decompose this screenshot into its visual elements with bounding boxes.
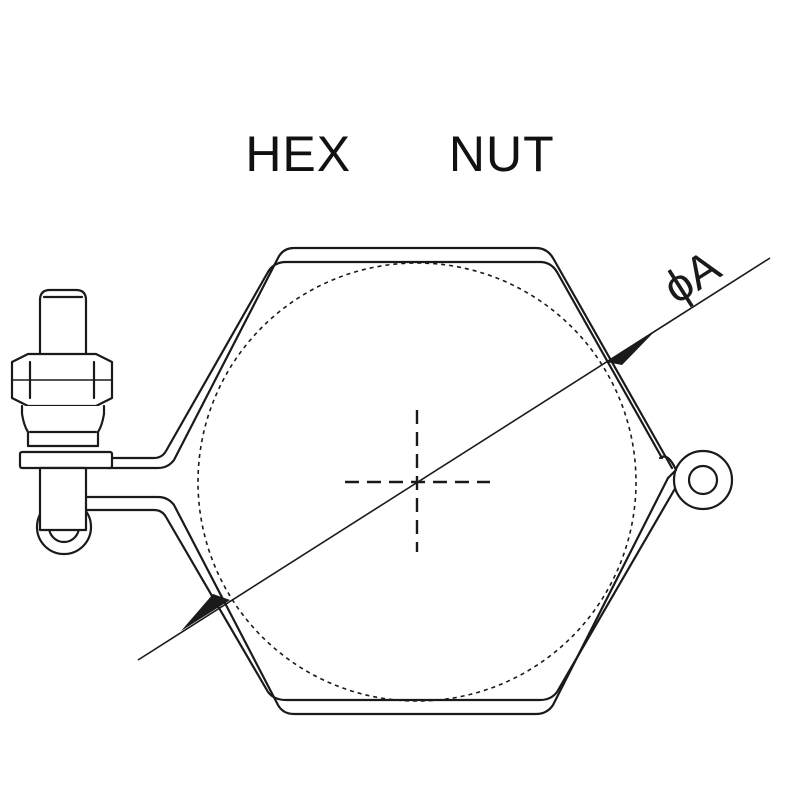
bolt-stud [38,288,88,358]
hinge-wire [658,455,678,480]
hex-band-inner-lower [60,478,682,702]
bolt-shank-lower [38,466,88,532]
pipe-circle-dashed [197,262,637,702]
left-tab-plate [18,450,114,470]
hex-band-outer-lower [60,476,670,716]
dimension-line [137,257,771,661]
hinge-loop-inner [687,464,719,496]
drawing-title: HEX NUT [245,126,555,182]
hinge-loop-outer [672,449,734,511]
nut-collar [20,404,106,448]
hex-band-inner-upper [106,260,664,460]
dimension-arrow-lower [181,594,230,631]
dimension-label: ϕA [654,239,730,313]
dimension-arrow-upper [606,331,655,365]
hex-band-outer-upper [106,246,674,470]
